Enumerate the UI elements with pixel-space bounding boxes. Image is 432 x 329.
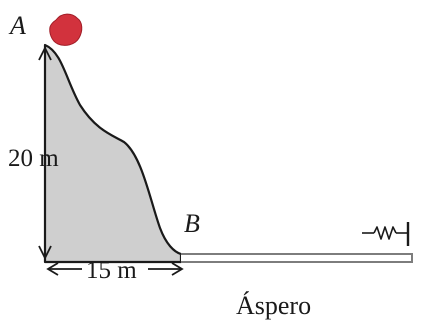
point-b-label: B: [184, 209, 200, 238]
spring-icon: [362, 222, 410, 246]
width-dimension-arrow: [46, 262, 184, 276]
height-label: 20 m: [8, 145, 59, 172]
rough-track: [181, 253, 413, 263]
height-dimension-arrow: [38, 45, 52, 261]
width-label: 15 m: [86, 257, 137, 284]
surface-label: Áspero: [236, 291, 311, 320]
point-a-label: A: [8, 11, 26, 40]
red-stone-icon: [49, 13, 83, 46]
hill-slope: [43, 43, 183, 264]
